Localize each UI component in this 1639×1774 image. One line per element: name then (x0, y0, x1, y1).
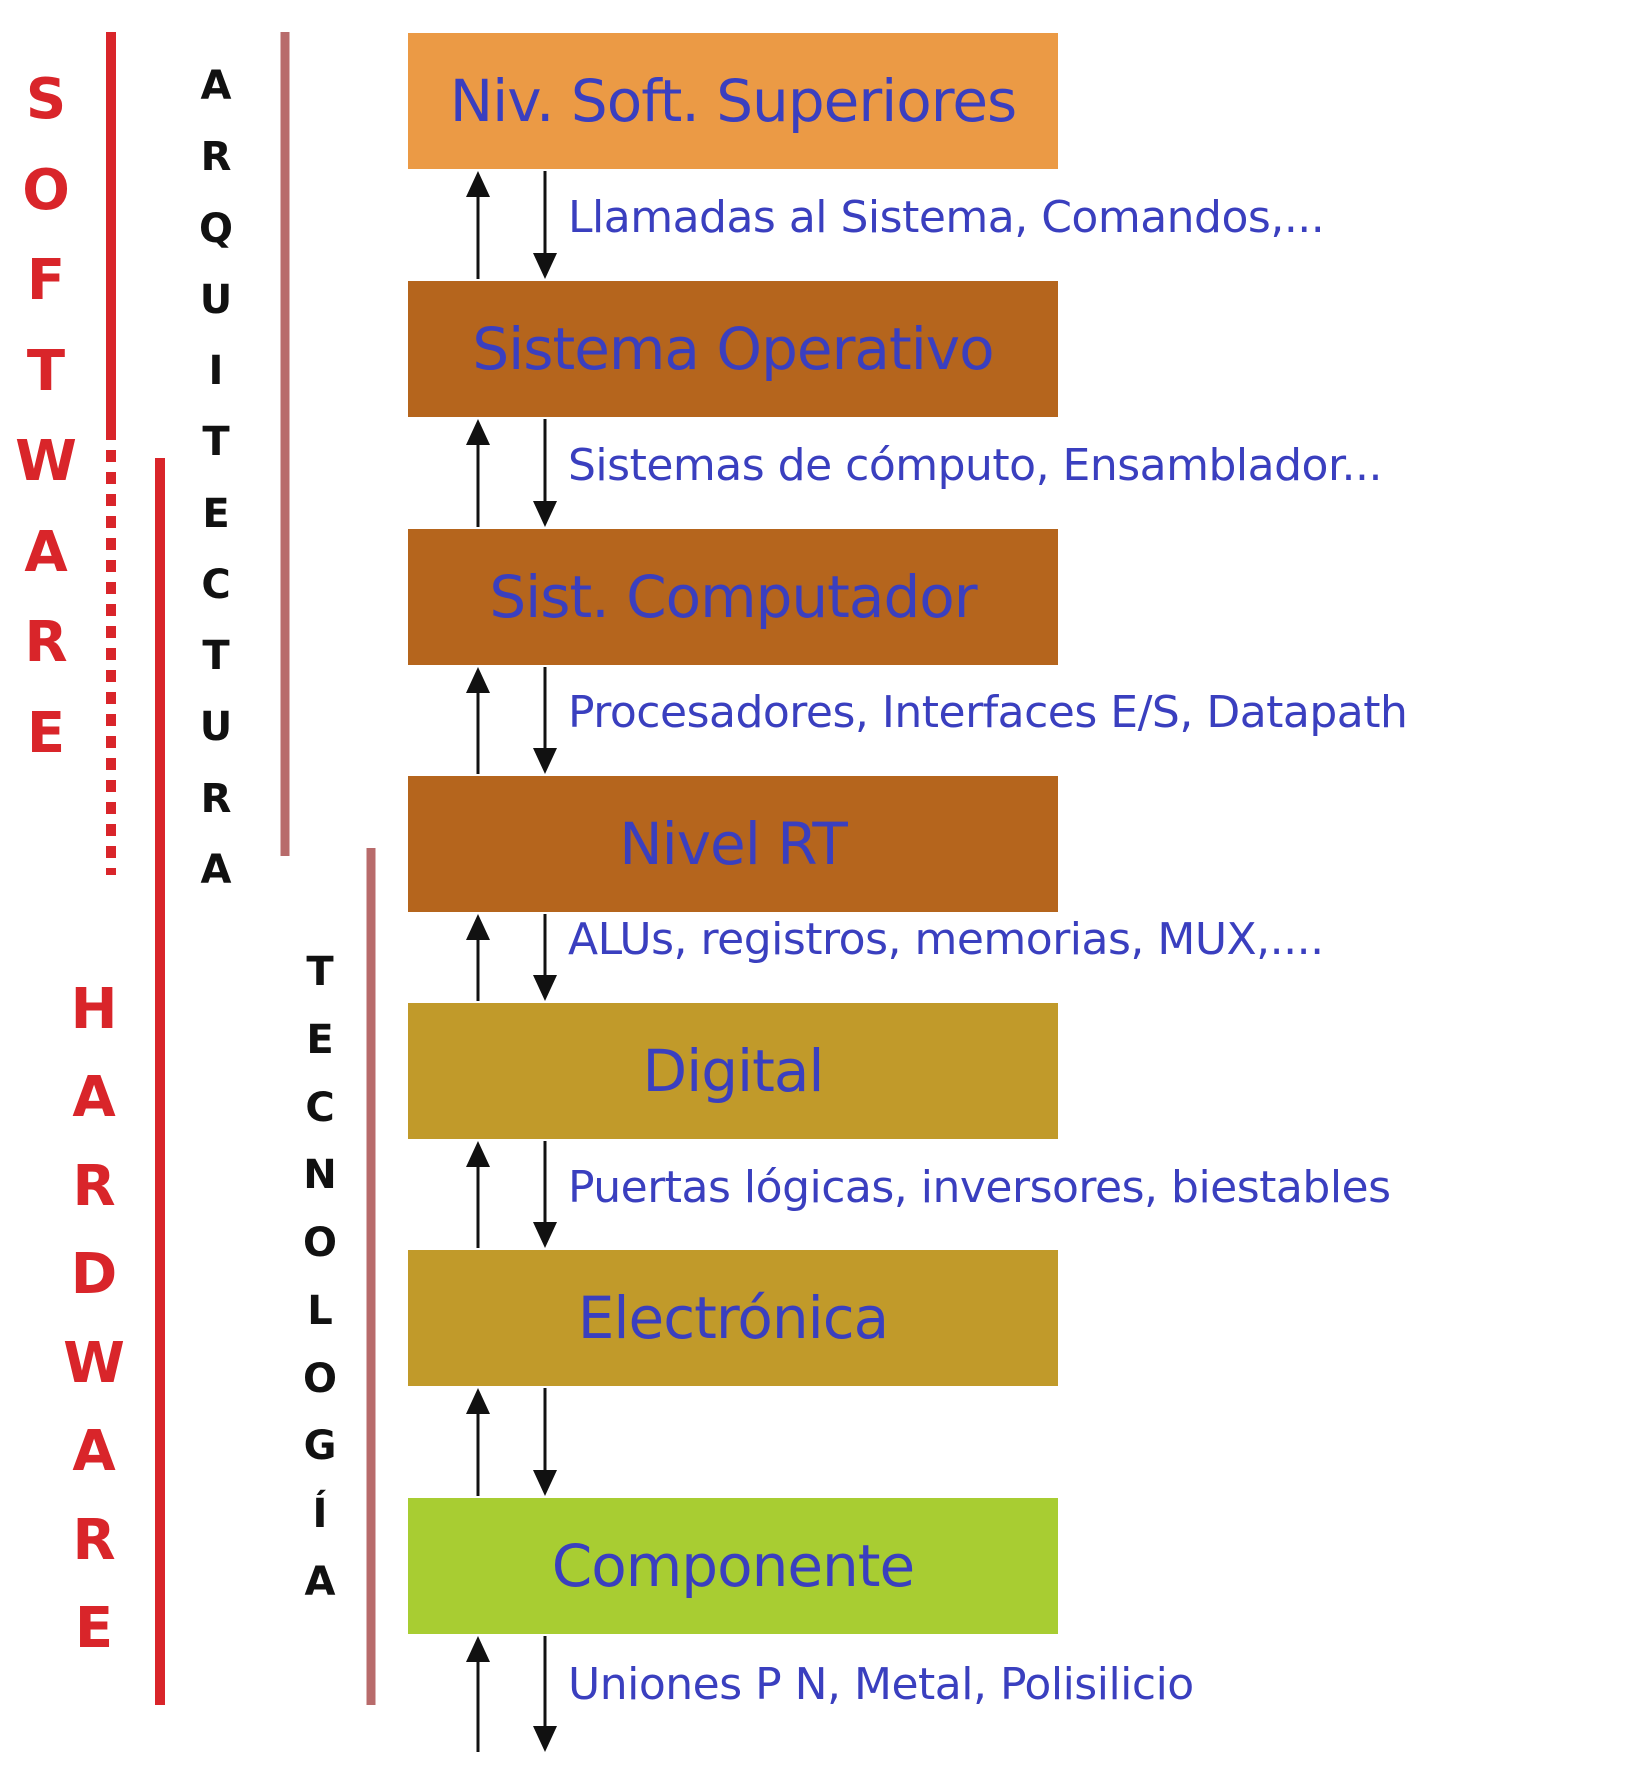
level-box: Nivel RT (408, 776, 1058, 912)
arquitectura-letter: R (200, 775, 232, 822)
down-arrow (533, 914, 557, 1001)
software-letter: S (25, 67, 67, 132)
level-box: Niv. Soft. Superiores (408, 33, 1058, 169)
software-letter: T (26, 338, 66, 404)
down-arrow (533, 419, 557, 527)
tecnologia-letter: A (304, 1558, 336, 1605)
interface-label: Procesadores, Interfaces E/S, Datapath (568, 687, 1408, 738)
tecnologia-letter: T (306, 949, 334, 995)
hardware-letter: E (74, 1595, 114, 1661)
up-arrow (466, 914, 490, 1001)
up-arrow (466, 1141, 490, 1248)
hardware-letter: A (72, 1065, 116, 1131)
arquitectura-letter: T (202, 633, 230, 680)
level-box: Electrónica (408, 1250, 1058, 1386)
interface-label: Uniones P N, Metal, Polisilicio (568, 1659, 1194, 1710)
up-arrow (466, 419, 490, 527)
hardware-letter: D (70, 1242, 118, 1308)
software-letter: O (22, 157, 70, 223)
tecnologia-letter: E (306, 1016, 334, 1063)
level-box: Sist. Computador (408, 529, 1058, 665)
arquitectura-letter: A (200, 846, 232, 893)
tecnologia-letter: Í (312, 1491, 328, 1538)
up-arrow (466, 1388, 490, 1496)
tecnologia-letter: N (303, 1152, 337, 1199)
hardware-letter: W (63, 1330, 125, 1396)
tecnologia-letter: C (305, 1084, 335, 1131)
arquitectura-letter: T (202, 419, 230, 466)
tecnologia-letter: G (303, 1423, 337, 1470)
interface-label: Sistemas de cómputo, Ensamblador... (568, 440, 1382, 491)
up-arrow (466, 1636, 490, 1752)
hardware-letter: H (70, 977, 118, 1042)
tecnologia-letter: O (302, 1220, 337, 1267)
interface-label: ALUs, registros, memorias, MUX,.... (568, 914, 1324, 965)
software-letter: W (15, 429, 77, 495)
hardware-letter: R (72, 1507, 116, 1573)
level-box: Digital (408, 1003, 1058, 1139)
software-letter: F (26, 248, 66, 314)
arquitectura-letter: I (208, 348, 224, 395)
interface-label: Puertas lógicas, inversores, biestables (568, 1162, 1391, 1213)
interface-label: Llamadas al Sistema, Comandos,... (568, 192, 1325, 243)
software-letter: A (24, 519, 68, 585)
up-arrow (466, 667, 490, 774)
tecnologia-letter: L (307, 1287, 333, 1334)
hardware-letter: R (72, 1153, 116, 1219)
arquitectura-letter: R (200, 134, 232, 181)
arquitectura-letter: U (199, 704, 233, 751)
arquitectura-letter: Q (198, 205, 233, 252)
down-arrow (533, 1636, 557, 1752)
level-box: Componente (408, 1498, 1058, 1634)
arquitectura-letter: A (200, 63, 232, 109)
software-letter: R (24, 610, 68, 676)
hardware-letter: A (72, 1419, 116, 1485)
arquitectura-letter: C (201, 561, 231, 608)
arquitectura-letter: U (199, 276, 233, 323)
level-box: Sistema Operativo (408, 281, 1058, 417)
down-arrow (533, 171, 557, 279)
tecnologia-letter: O (302, 1355, 337, 1402)
down-arrow (533, 667, 557, 774)
down-arrow (533, 1141, 557, 1248)
up-arrow (466, 171, 490, 279)
arquitectura-letter: E (202, 490, 230, 537)
down-arrow (533, 1388, 557, 1496)
software-letter: E (26, 700, 66, 766)
